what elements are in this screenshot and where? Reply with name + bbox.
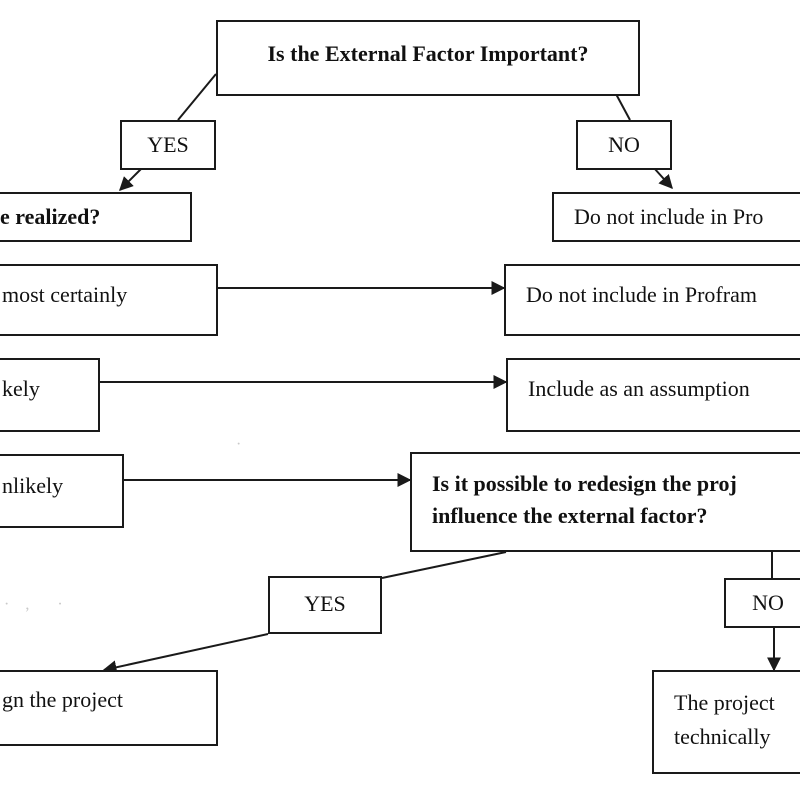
likelihood-likely-text: kely (2, 376, 40, 401)
answer-no-tag-2: NO (724, 578, 800, 628)
outcome-do-not-include-2: Do not include in Profram (504, 264, 800, 336)
question-external-factor-text: Is the External Factor Important? (267, 41, 589, 66)
connector-main-to-yes (177, 73, 217, 121)
scan-artifact-mid: · (236, 436, 242, 453)
outcome-do-not-include-2-text: Do not include in Profram (526, 282, 757, 307)
likelihood-almost-certainly-text: most certainly (2, 282, 128, 307)
answer-no-label: NO (608, 132, 640, 157)
outcome-project-technically: The project technically (652, 670, 800, 774)
answer-yes-label-2: YES (304, 591, 346, 616)
outcome-technical-line-2: technically (674, 724, 771, 749)
question-external-factor-important: Is the External Factor Important? (216, 20, 640, 96)
outcome-include-as-assumption: Include as an assumption (506, 358, 800, 432)
question-redesign-line-2: influence the external factor? (432, 503, 708, 528)
outcome-do-not-include-1: Do not include in Pro (552, 192, 800, 242)
answer-yes-tag-2: YES (268, 576, 382, 634)
outcome-redesign-project-text: gn the project (2, 687, 123, 712)
arrow-no-to-exclude (653, 167, 673, 190)
outcome-do-not-include-1-text: Do not include in Pro (574, 204, 764, 229)
likelihood-unlikely-text: nlikely (2, 473, 64, 498)
answer-yes-tag: YES (120, 120, 216, 170)
outcome-technical-line-1: The project (674, 690, 775, 715)
arrow-yes-to-realized (119, 167, 143, 191)
likelihood-likely: kely (0, 358, 100, 432)
connector-main-to-no (615, 93, 631, 121)
connector-redesign-to-yes (381, 551, 507, 579)
likelihood-almost-certainly: most certainly (0, 264, 218, 336)
question-possible-to-redesign: Is it possible to redesign the proj infl… (410, 452, 800, 552)
answer-no-tag: NO (576, 120, 672, 170)
answer-no-label-2: NO (752, 590, 784, 615)
outcome-redesign-project: gn the project (0, 670, 218, 746)
answer-yes-label: YES (147, 132, 189, 157)
question-will-be-realized-text: e realized? (0, 204, 101, 229)
scan-artifact-left: · , · (4, 596, 63, 613)
question-redesign-line-1: Is it possible to redesign the proj (432, 471, 737, 496)
arrow-yes-to-redesign-project (102, 633, 269, 675)
question-will-be-realized: e realized? (0, 192, 192, 242)
outcome-include-as-assumption-text: Include as an assumption (528, 376, 750, 401)
likelihood-unlikely: nlikely (0, 454, 124, 528)
